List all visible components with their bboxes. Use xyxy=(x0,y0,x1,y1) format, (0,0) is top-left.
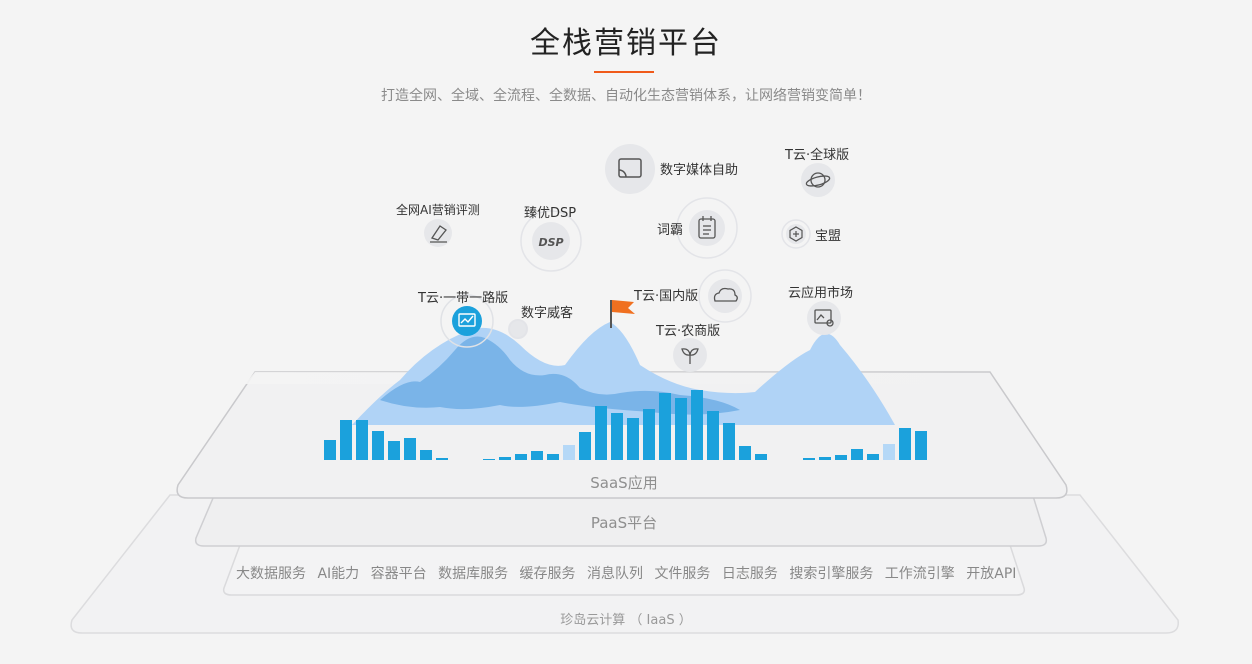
planet-icon xyxy=(805,172,831,188)
image-eye-icon xyxy=(814,309,834,327)
decor-bar xyxy=(899,428,911,460)
service-item: 大数据服务 xyxy=(236,566,306,582)
decor-bar xyxy=(404,438,416,460)
eraser-icon xyxy=(430,225,447,243)
decor-bar xyxy=(627,418,639,460)
decor-bar xyxy=(707,411,719,460)
service-item: 数据库服务 xyxy=(438,566,509,582)
page-subtitle: 打造全网、全域、全流程、全数据、自动化生态营销体系，让网络营销变简单！ xyxy=(381,88,871,104)
flag-icon xyxy=(612,300,635,314)
decor-bar xyxy=(483,459,495,460)
product-label-weike[interactable]: 数字威客 xyxy=(521,306,574,321)
ai-eval-badge xyxy=(424,219,452,247)
paas-services-list: 大数据服务 AI能力 容器平台 数据库服务 缓存服务 消息队列 文件服务 日志服… xyxy=(236,563,1023,583)
decor-bar xyxy=(643,409,655,460)
decor-bar xyxy=(531,451,543,460)
sprout-icon xyxy=(681,348,699,364)
product-label-ciba[interactable]: 词霸 xyxy=(657,223,684,238)
bar-chart-decoration xyxy=(324,390,927,460)
decor-bar xyxy=(915,431,927,460)
service-item: AI能力 xyxy=(317,566,360,582)
service-item: 消息队列 xyxy=(586,566,643,582)
decor-bar xyxy=(340,420,352,460)
paas-services-layer xyxy=(222,544,1026,596)
decor-bar xyxy=(563,445,575,460)
decor-bar xyxy=(436,458,448,460)
product-label-agri[interactable]: T云·农商版 xyxy=(656,324,721,339)
decor-bar xyxy=(867,454,879,460)
product-label-dsp[interactable]: 臻优DSP xyxy=(524,206,577,221)
product-label-app-market[interactable]: 云应用市场 xyxy=(788,286,854,301)
product-label-digital-media[interactable]: 数字媒体自助 xyxy=(660,163,739,178)
notepad-icon xyxy=(698,216,716,239)
service-item: 搜索引擎服务 xyxy=(789,566,874,582)
decor-bar xyxy=(755,454,767,460)
decor-bar xyxy=(388,441,400,460)
decor-bar xyxy=(851,449,863,460)
product-label-belt-road[interactable]: T云·一带一路版 xyxy=(418,291,509,306)
chart-screen-icon xyxy=(458,313,476,327)
decor-bar xyxy=(595,406,607,460)
paas-layer-label: PaaS平台 xyxy=(590,514,658,532)
decor-bar xyxy=(515,454,527,460)
tcloud-global-badge xyxy=(801,163,835,197)
decor-bar xyxy=(675,398,687,460)
dsp-icon: DSP xyxy=(538,236,563,249)
decor-bar xyxy=(372,431,384,460)
decor-bar xyxy=(723,423,735,460)
mountain-dark xyxy=(380,336,740,415)
domestic-badge xyxy=(708,279,742,313)
product-label-baomeng[interactable]: 宝盟 xyxy=(815,229,842,244)
iaas-layer-label: 珍岛云计算 （ IaaS ） xyxy=(560,613,692,628)
decor-bar xyxy=(499,457,511,460)
service-item: 日志服务 xyxy=(721,566,778,582)
dsp-badge xyxy=(532,222,570,260)
decor-bar xyxy=(739,446,751,460)
product-label-tcloud-global[interactable]: T云·全球版 xyxy=(785,148,850,163)
saas-layer-label: SaaS应用 xyxy=(590,474,658,492)
service-item: 容器平台 xyxy=(370,566,427,582)
decor-bar xyxy=(579,432,591,460)
hexagon-plus-icon xyxy=(789,226,803,242)
service-item: 工作流引擎 xyxy=(884,566,955,582)
service-item: 文件服务 xyxy=(654,566,711,582)
product-label-domestic[interactable]: T云·国内版 xyxy=(634,289,699,304)
product-label-ai-eval[interactable]: 全网AI营销评测 xyxy=(396,203,480,217)
digital-media-badge xyxy=(605,144,655,194)
decor-bar xyxy=(611,413,623,460)
service-item: 开放API xyxy=(966,566,1017,582)
service-item: 缓存服务 xyxy=(519,566,576,582)
decor-bar xyxy=(324,440,336,460)
decor-bar xyxy=(659,393,671,460)
dot-icon xyxy=(508,319,528,339)
page-title: 全栈营销平台 xyxy=(530,26,722,61)
decor-bar xyxy=(420,450,432,460)
decor-bar xyxy=(803,458,815,460)
decor-bar xyxy=(356,420,368,460)
decor-bar xyxy=(883,444,895,460)
cast-icon xyxy=(618,158,642,178)
title-underline xyxy=(594,71,654,73)
decor-bar xyxy=(691,390,703,460)
decor-bar xyxy=(835,455,847,460)
decor-bar xyxy=(819,457,831,460)
cloud-icon xyxy=(713,287,738,302)
ciba-badge xyxy=(689,210,725,246)
decor-bar xyxy=(547,454,559,460)
